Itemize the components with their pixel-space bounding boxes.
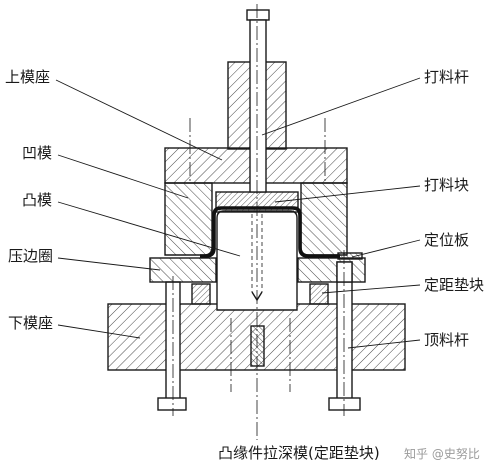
leader-ejector-rod (347, 339, 421, 349)
leader-blank-holder (57, 257, 161, 271)
blank-holder-right (297, 257, 366, 283)
knockout-rod-head (246, 9, 270, 21)
die-right (300, 182, 348, 256)
leader-upper-die-base (55, 79, 223, 161)
die-left (164, 182, 213, 256)
left-push-rod-nut (157, 397, 187, 411)
label-knockout-block: 打料块 (424, 176, 469, 194)
label-die: 凹模 (22, 144, 52, 162)
spacer-block-right (309, 283, 329, 305)
leader-knockout-block (274, 185, 421, 203)
leader-knockout-rod (261, 77, 421, 136)
ejector-rod-through-holder (336, 261, 353, 283)
blank-holder-left (149, 257, 217, 283)
label-lower-die-base: 下模座 (8, 314, 53, 332)
lower-die-center-pin (250, 325, 265, 367)
leader-die (57, 154, 189, 199)
label-blank-holder: 压边圈 (8, 247, 53, 265)
label-knockout-rod: 打料杆 (424, 68, 469, 86)
label-spacer-block: 定距垫块 (424, 276, 484, 294)
watermark: 知乎 @史努比 (404, 446, 480, 461)
figure-caption: 凸缘件拉深模(定距垫块) (218, 444, 380, 462)
label-locating-plate: 定位板 (424, 231, 469, 249)
ejector-rod-nut (328, 397, 361, 411)
label-punch: 凸模 (22, 191, 52, 209)
knockout-rod (249, 19, 267, 193)
spacer-block-left (191, 283, 211, 305)
leader-locating-plate (351, 239, 421, 258)
leader-lower-die-base (57, 324, 141, 339)
leader-spacer-block (321, 284, 421, 294)
label-ejector-rod: 顶料杆 (424, 331, 469, 349)
leader-punch (57, 201, 241, 257)
label-upper-die-base: 上模座 (5, 68, 50, 86)
